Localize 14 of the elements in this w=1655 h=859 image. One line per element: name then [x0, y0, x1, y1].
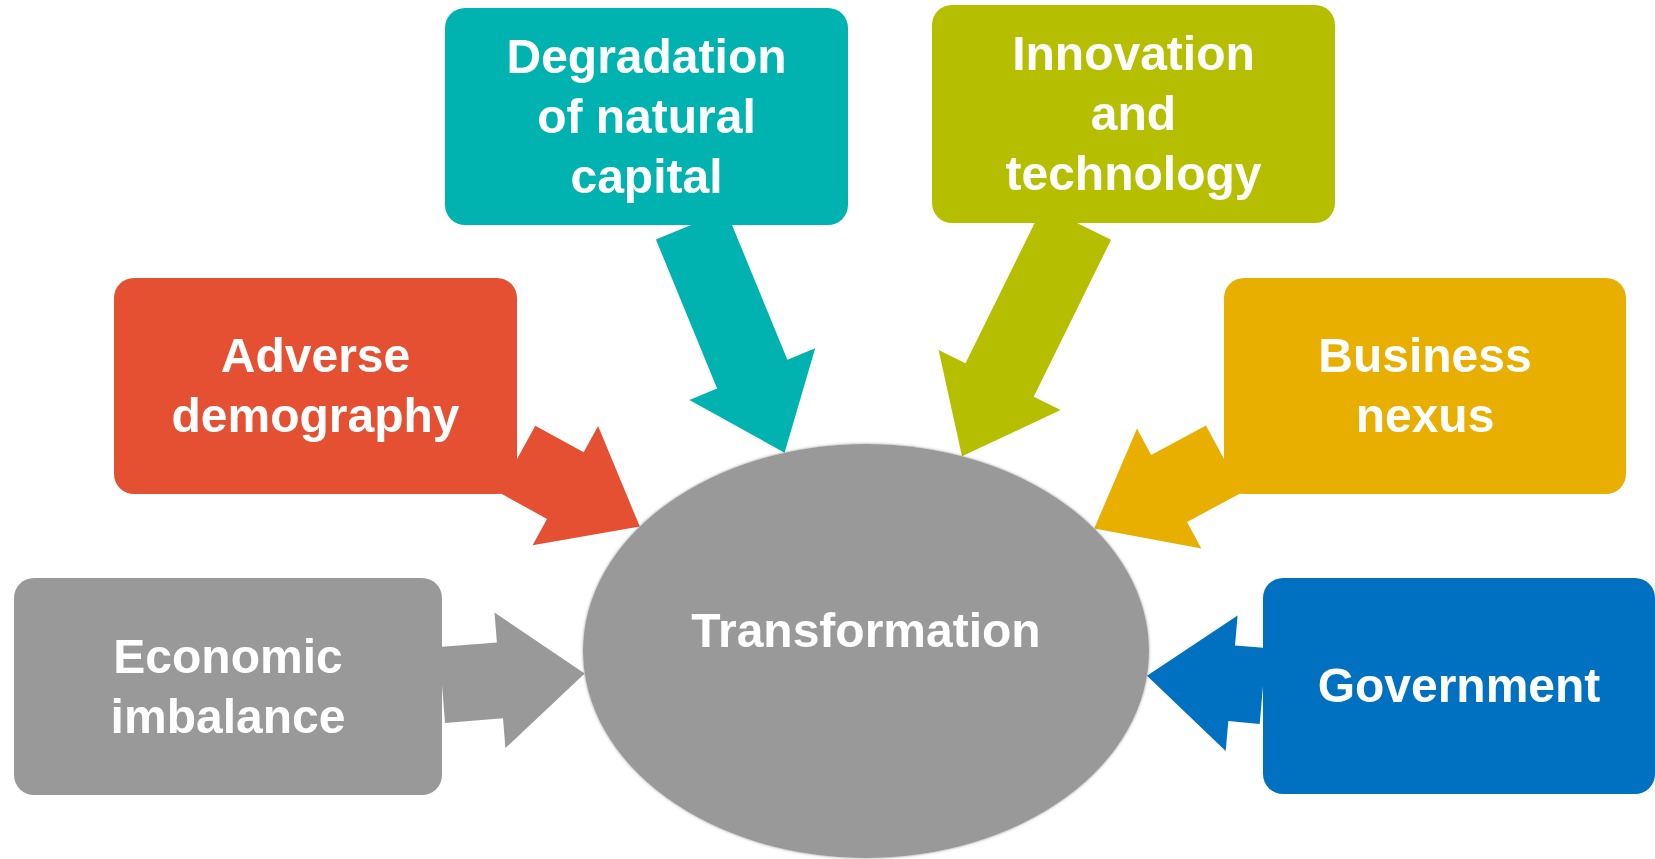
node-label: Transformation	[691, 603, 1041, 659]
node-label: Adverse demography	[170, 328, 461, 444]
node-label: Innovation and technology	[1004, 26, 1263, 202]
factor-box	[14, 578, 442, 795]
node-label: Economic imbalance	[109, 628, 347, 745]
factor-box	[1224, 278, 1626, 494]
block-arrow	[439, 612, 585, 749]
node-label: Government	[1317, 658, 1601, 714]
factor-box	[445, 8, 848, 225]
node-label: Degradation of natural capital	[505, 28, 788, 205]
factor-box	[1263, 578, 1655, 794]
factor-box	[932, 5, 1335, 223]
factor-box	[114, 278, 517, 494]
node-label: Business nexus	[1317, 328, 1533, 444]
